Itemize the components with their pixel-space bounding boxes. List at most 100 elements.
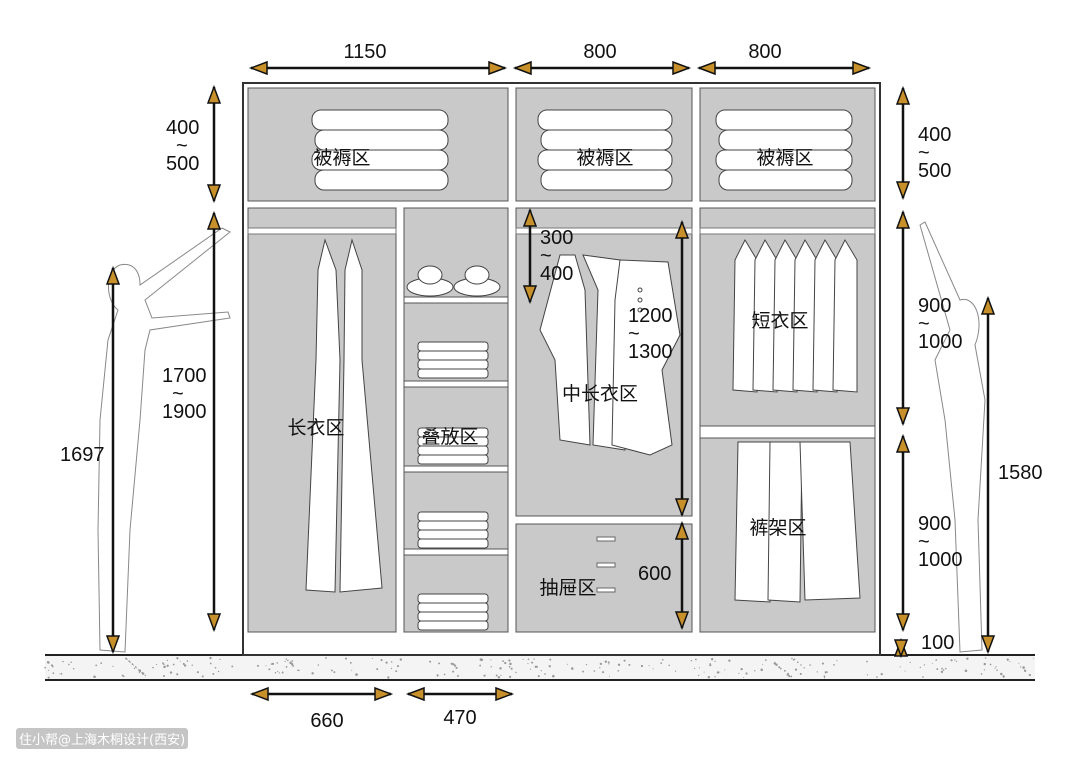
drawer-height: 600 bbox=[638, 563, 671, 585]
width-arrow-1 bbox=[248, 60, 508, 76]
zone-quilt-2: 被褥区 bbox=[576, 147, 633, 169]
right-top-max: 500 bbox=[918, 160, 951, 182]
trouser-arrow bbox=[895, 433, 911, 633]
arrowhead-icon bbox=[522, 285, 538, 305]
arrowhead-icon bbox=[674, 611, 690, 631]
zone-long-coat: 长衣区 bbox=[287, 417, 344, 439]
dimension-labels: 1150 800 800 660 470 400 ~ 500 1700 ~ 19… bbox=[60, 41, 1043, 732]
human-figure-left bbox=[97, 227, 231, 653]
reach-tilde: ~ bbox=[172, 383, 184, 405]
folded-clothes-5 bbox=[417, 593, 489, 631]
trouser-max: 1000 bbox=[918, 549, 963, 571]
arrowhead-icon bbox=[895, 613, 911, 633]
arrowhead-icon bbox=[895, 209, 911, 229]
arrowhead-icon bbox=[206, 210, 222, 230]
arrowhead-icon bbox=[980, 635, 996, 655]
arrowhead-icon bbox=[206, 84, 222, 104]
arrowhead-icon bbox=[512, 60, 532, 76]
trousers-illustration bbox=[734, 441, 861, 603]
right-person-arrow bbox=[980, 295, 996, 655]
arrowhead-icon bbox=[374, 686, 394, 702]
arrowhead-icon bbox=[895, 181, 911, 201]
short-arrow bbox=[895, 209, 911, 427]
zone-short-coat: 短衣区 bbox=[751, 310, 808, 332]
arrowhead-icon bbox=[488, 60, 508, 76]
wardrobe bbox=[242, 82, 881, 656]
short-tilde: ~ bbox=[918, 313, 930, 335]
short-max: 1000 bbox=[918, 331, 963, 353]
long-coat-illustration bbox=[305, 238, 383, 593]
folded-clothes-4 bbox=[417, 511, 489, 549]
panel-drawer bbox=[515, 523, 693, 633]
width-label-660: 660 bbox=[310, 710, 343, 732]
folded-clothes-2 bbox=[417, 341, 489, 379]
arrowhead-icon bbox=[249, 686, 269, 702]
floor bbox=[44, 654, 1035, 681]
width-label-3: 800 bbox=[748, 41, 781, 63]
human-figure-right bbox=[919, 221, 986, 653]
arrowhead-icon bbox=[852, 60, 872, 76]
folded-clothes-1 bbox=[406, 265, 501, 297]
hanger-max: 400 bbox=[540, 263, 573, 285]
hanger-arrow bbox=[522, 207, 538, 305]
arrowhead-icon bbox=[248, 60, 268, 76]
right-person-height: 1580 bbox=[998, 462, 1043, 484]
arrowhead-icon bbox=[696, 60, 716, 76]
quilt-stack-3 bbox=[715, 109, 853, 191]
arrowhead-icon bbox=[674, 219, 690, 239]
watermark: 住小帮@上海木桐设计(西安) bbox=[16, 728, 189, 749]
reach-max: 1900 bbox=[162, 401, 207, 423]
left-top-min: 400 bbox=[166, 117, 199, 139]
arrowhead-icon bbox=[105, 635, 121, 655]
width-arrow-470 bbox=[405, 686, 515, 702]
arrowhead-icon bbox=[895, 85, 911, 105]
midlong-tilde: ~ bbox=[628, 323, 640, 345]
drawer-arrow bbox=[674, 520, 690, 631]
midlong-arrow bbox=[674, 219, 690, 518]
zone-quilt-1: 被褥区 bbox=[313, 147, 370, 169]
arrowhead-icon bbox=[206, 184, 222, 204]
zone-quilt-3: 被褥区 bbox=[756, 147, 813, 169]
plinth-height: 100 bbox=[921, 632, 954, 654]
arrowhead-icon bbox=[674, 498, 690, 518]
arrowhead-icon bbox=[980, 295, 996, 315]
right-top-tilde: ~ bbox=[918, 142, 930, 164]
plinth-arrow bbox=[893, 637, 909, 659]
left-top-arrow bbox=[206, 84, 222, 204]
width-label-1: 1150 bbox=[343, 41, 386, 63]
left-person-arrow bbox=[105, 265, 121, 655]
arrowhead-icon bbox=[895, 433, 911, 453]
reach-arrow bbox=[206, 210, 222, 633]
trouser-min: 900 bbox=[918, 513, 951, 535]
width-label-2: 800 bbox=[583, 41, 616, 63]
quilt-stack-2 bbox=[537, 109, 673, 191]
arrowhead-icon bbox=[674, 520, 690, 540]
zone-drawer: 抽屉区 bbox=[539, 577, 596, 599]
width-arrow-660 bbox=[249, 686, 394, 702]
left-top-tilde: ~ bbox=[176, 135, 188, 157]
arrowhead-icon bbox=[522, 207, 538, 227]
arrowhead-icon bbox=[105, 265, 121, 285]
folded-clothes-3 bbox=[417, 427, 489, 465]
width-label-470: 470 bbox=[443, 707, 476, 729]
width-arrow-3 bbox=[696, 60, 872, 76]
right-top-arrow bbox=[895, 85, 911, 201]
panel-folded bbox=[403, 207, 509, 633]
arrowhead-icon bbox=[405, 686, 425, 702]
arrowhead-icon bbox=[206, 613, 222, 633]
hanger-tilde: ~ bbox=[540, 245, 552, 267]
right-top-min: 400 bbox=[918, 124, 951, 146]
zone-folded: 叠放区 bbox=[421, 426, 478, 448]
left-person-height: 1697 bbox=[60, 444, 105, 466]
zone-trouser-rack: 裤架区 bbox=[749, 517, 806, 539]
quilt-stack-1 bbox=[311, 109, 449, 191]
width-arrow-2 bbox=[512, 60, 692, 76]
arrowhead-icon bbox=[672, 60, 692, 76]
trouser-tilde: ~ bbox=[918, 531, 930, 553]
zone-labels: 被褥区 被褥区 被褥区 长衣区 叠放区 中长衣区 抽屉区 短衣区 裤架区 bbox=[287, 147, 813, 599]
arrowhead-icon bbox=[893, 639, 909, 659]
hanger-min: 300 bbox=[540, 227, 573, 249]
short-min: 900 bbox=[918, 295, 951, 317]
